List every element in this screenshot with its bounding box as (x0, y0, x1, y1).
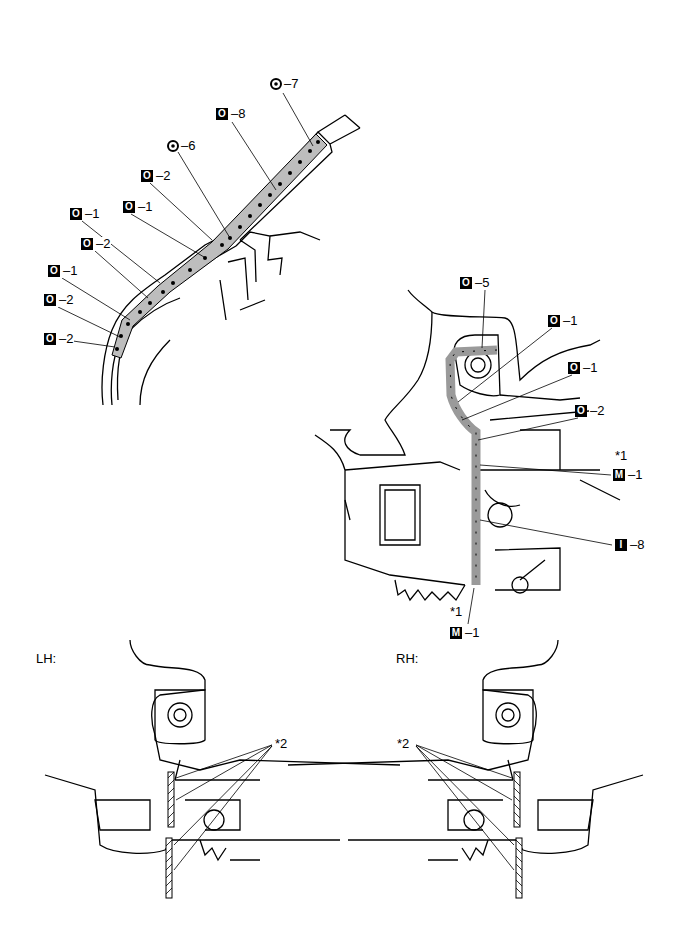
symbol-icon: O (548, 315, 560, 327)
symbol-icon: O (575, 405, 587, 417)
symbol-icon: O (216, 108, 228, 120)
callout-number: –5 (474, 276, 490, 290)
callout-number: –7 (283, 77, 299, 91)
symbol-icon: M (613, 469, 625, 481)
callout-number: *1 (449, 605, 463, 619)
callout-number: –1 (627, 468, 643, 482)
symbol-icon: O (48, 265, 60, 277)
callout-number: –2 (58, 293, 74, 307)
callout-number: –1 (582, 361, 598, 375)
callout-number: –8 (230, 107, 246, 121)
callout-number: RH: (395, 652, 419, 666)
callout-number: *2 (396, 737, 410, 751)
symbol-icon: I (615, 539, 627, 551)
callout-number: –8 (629, 538, 645, 552)
symbol-icon: O (44, 294, 56, 306)
callout-number: –2 (58, 332, 74, 346)
callout-number: –2 (155, 169, 171, 183)
callout-number: –1 (464, 626, 480, 640)
callout-number: LH: (35, 652, 57, 666)
callout-number: –1 (84, 207, 100, 221)
callout-number: –1 (62, 264, 78, 278)
callout-number: –2 (95, 237, 111, 251)
callout-number: *1 (614, 449, 628, 463)
symbol-icon: O (460, 277, 472, 289)
symbol-icon: O (568, 362, 580, 374)
symbol-icon: O (70, 208, 82, 220)
symbol-icon: O (141, 170, 153, 182)
callout-number: –1 (137, 200, 153, 214)
callout-number: –1 (562, 314, 578, 328)
callout-number: *2 (274, 737, 288, 751)
callout-number: –2 (589, 404, 605, 418)
callout-number: –6 (180, 139, 196, 153)
symbol-icon: O (44, 333, 56, 345)
symbol-icon: M (450, 627, 462, 639)
symbol-icon: O (81, 238, 93, 250)
symbol-icon: O (123, 201, 135, 213)
